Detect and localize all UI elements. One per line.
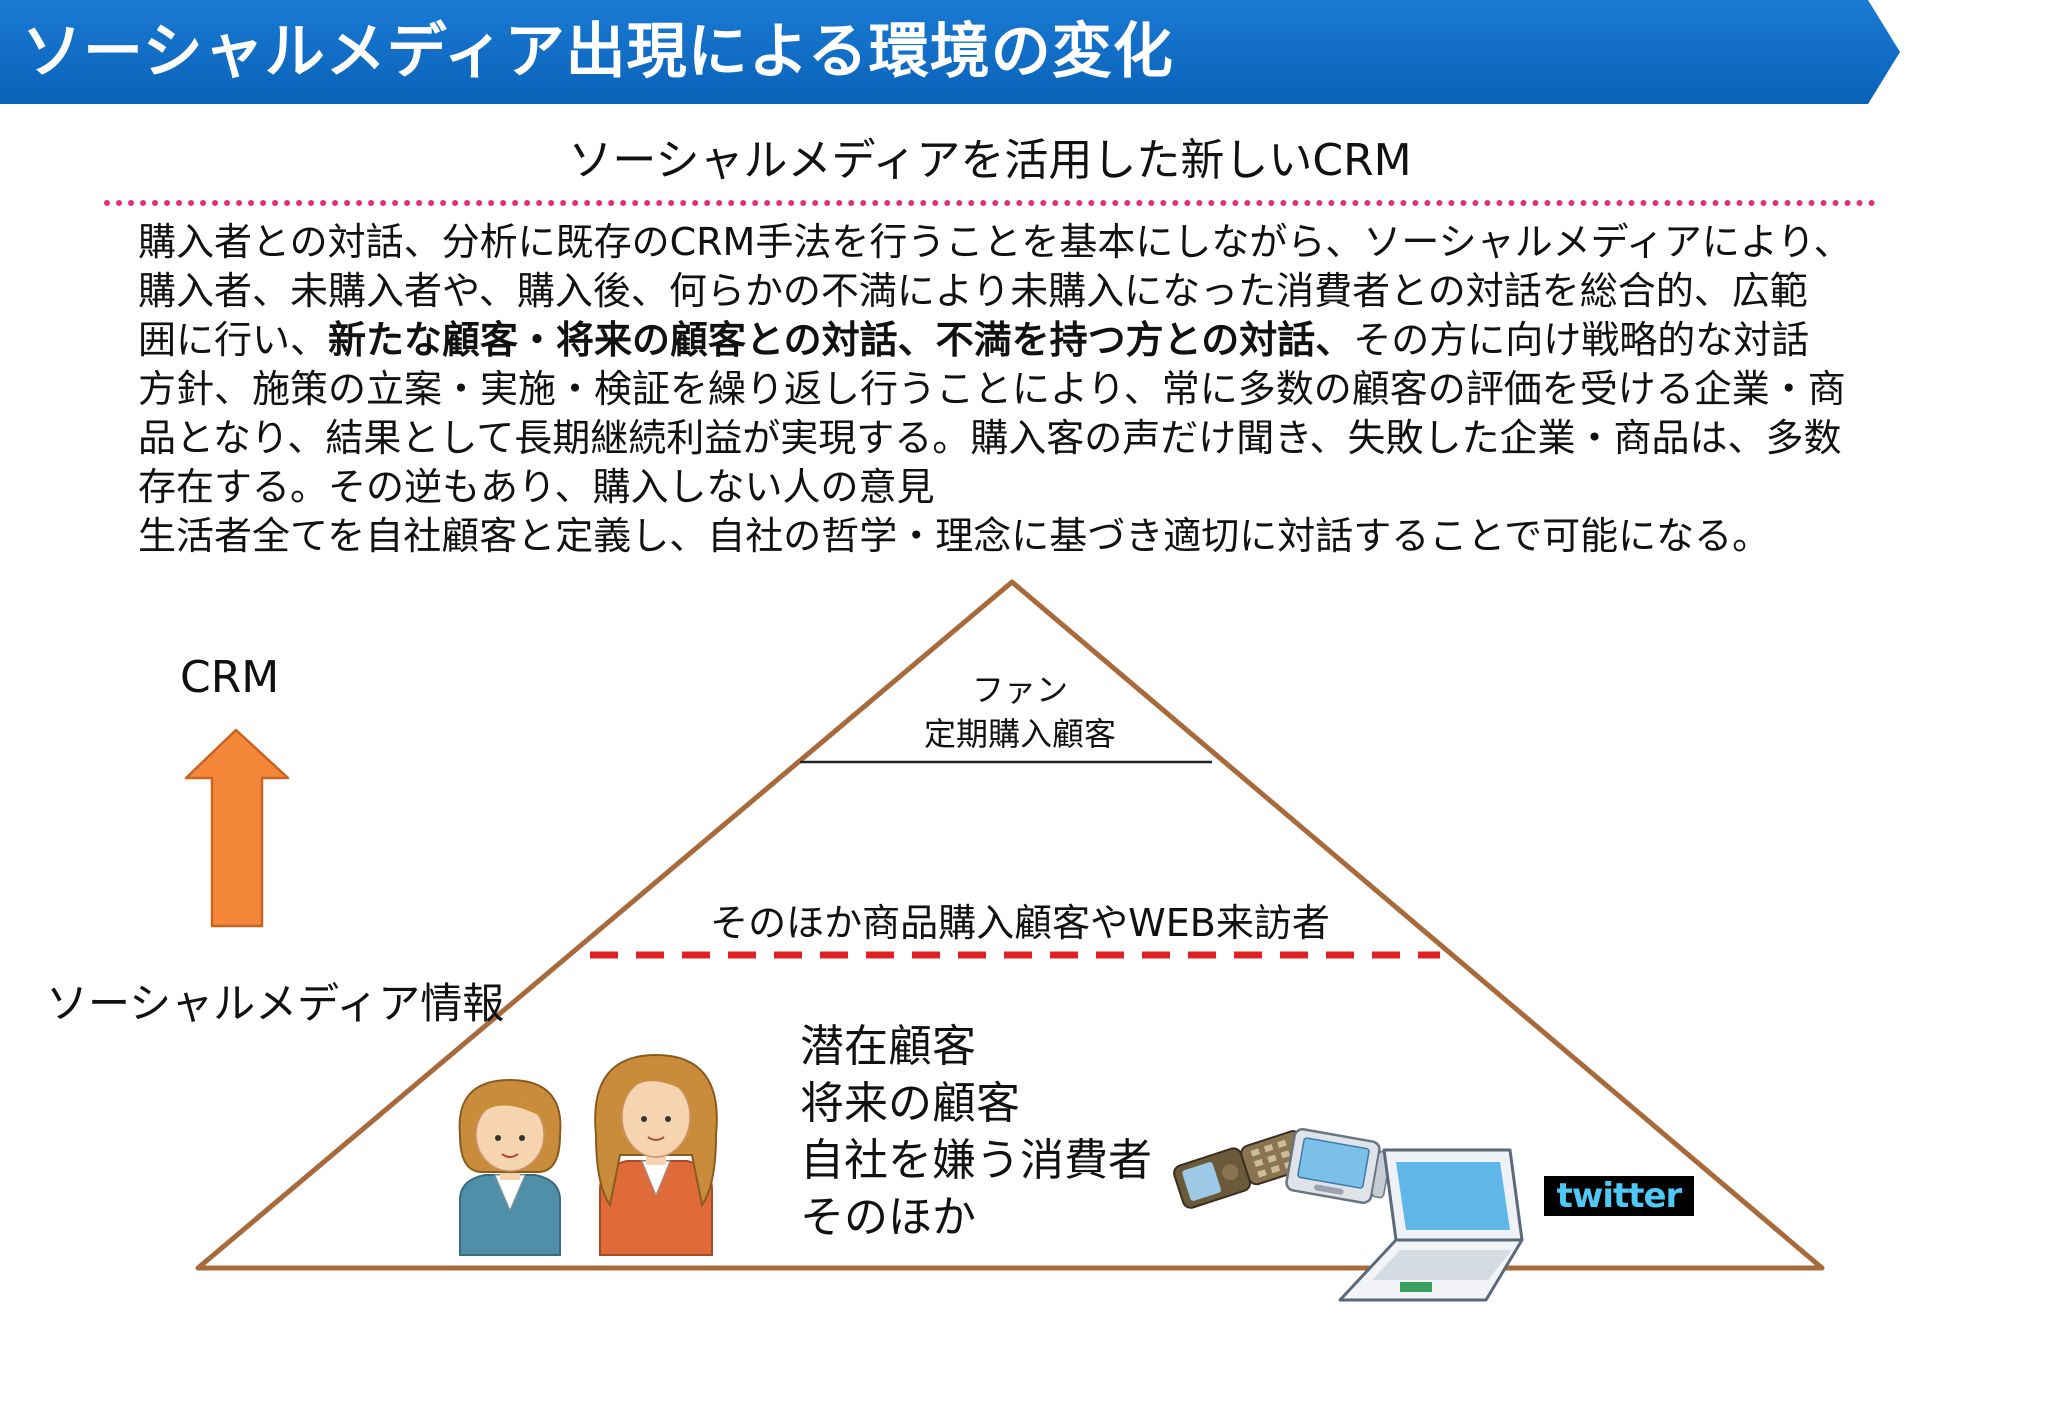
body-line: 購入者、未購入者や、購入後、何らかの不満により未購入になった消費者との対話を総合… [138, 269, 1808, 313]
woman-icon [458, 1078, 562, 1256]
body-line: 購入者との対話、分析に既存のCRM手法を行うことを基本にしながら、ソーシャルメデ… [138, 220, 1852, 264]
dotted-divider [104, 200, 1876, 206]
twitter-logo-icon: twitter [1544, 1176, 1694, 1216]
arrow-bottom-label: ソーシャルメディア情報 [46, 979, 505, 1028]
bottom-tier-item: 将来の顧客 [800, 1078, 1020, 1129]
bottom-tier-item: そのほか [800, 1192, 976, 1243]
woman-icon [594, 1053, 718, 1256]
header-banner: ソーシャルメディア出現による環境の変化 [0, 0, 1900, 104]
body-line: 存在する。その逆もあり、購入しない人の意見 [138, 465, 935, 509]
body-text-segment: その方に向け戦略的な対話 [1353, 318, 1810, 362]
body-line: 方針、施策の立案・実施・検証を繰り返し行うことにより、常に多数の顧客の評価を受け… [138, 367, 1846, 411]
bottom-tier-item: 自社を嫌う消費者 [800, 1135, 1152, 1186]
pda-icon [1285, 1128, 1392, 1204]
pyramid-middle-tier-label: そのほか商品購入顧客やWEB来訪者 [710, 901, 1330, 945]
body-text-segment: 囲に行い、 [138, 318, 329, 362]
pyramid-outline [195, 579, 1825, 1271]
top-tier-line: 定期購入顧客 [923, 715, 1116, 753]
body-bold-segment: 新たな顧客・将来の顧客との対話、不満を持つ方との対話、 [328, 318, 1354, 362]
body-line: 囲に行い、新たな顧客・将来の顧客との対話、不満を持つ方との対話、その方に向け戦略… [138, 316, 1918, 365]
arrow-top-label: CRM [180, 652, 280, 703]
pyramid-top-tier-label: ファン 定期購入顧客 [850, 668, 1190, 756]
up-arrow-icon [184, 728, 290, 928]
subtitle: ソーシャルメディアを活用した新しいCRM [568, 135, 1412, 186]
mobile-phone-icon [1173, 1130, 1310, 1209]
banner-arrow-shape [0, 0, 1900, 104]
top-tier-line: ファン [971, 671, 1068, 709]
body-line: 生活者全てを自社顧客と定義し、自社の哲学・理念に基づき適切に対話することで可能に… [138, 514, 1771, 558]
bottom-tier-item: 潜在顧客 [800, 1021, 976, 1072]
body-paragraph: 購入者との対話、分析に既存のCRM手法を行うことを基本にしながら、ソーシャルメデ… [138, 218, 1918, 561]
body-line: 品となり、結果として長期継続利益が実現する。購入客の声だけ聞き、失敗した企業・商… [138, 416, 1842, 460]
laptop-icon [1338, 1148, 1524, 1302]
pyramid-bottom-tier-list: 潜在顧客 将来の顧客 自社を嫌う消費者 そのほか [800, 1018, 1152, 1246]
page-title: ソーシャルメディア出現による環境の変化 [22, 17, 1174, 87]
